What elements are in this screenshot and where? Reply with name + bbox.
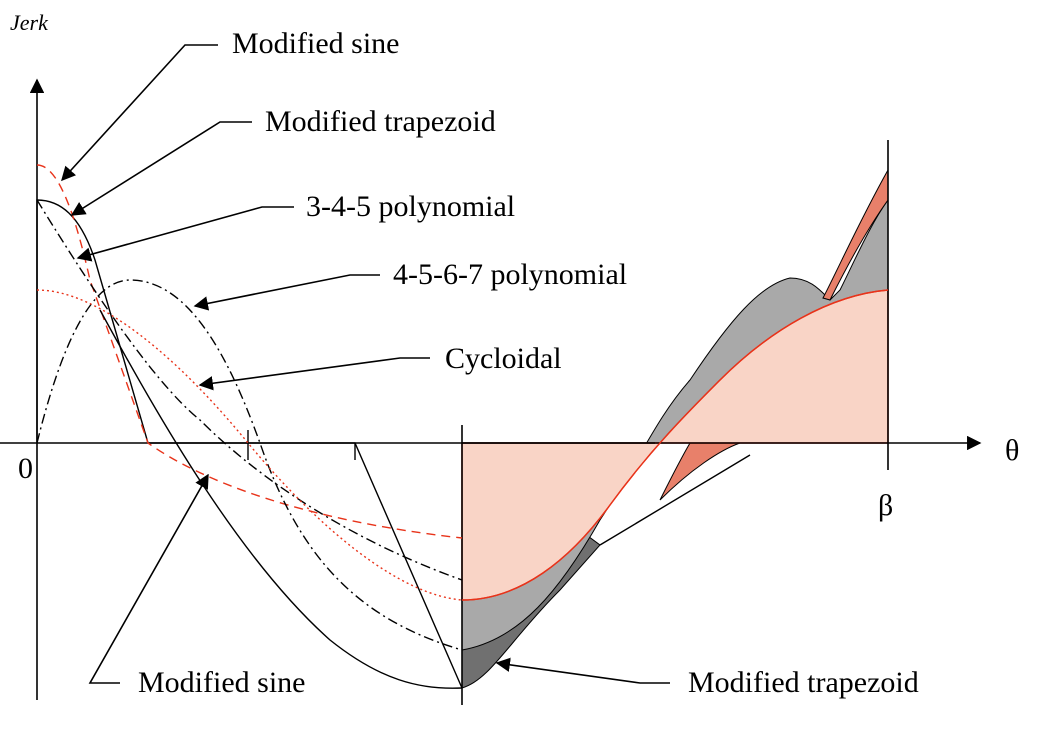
origin-label: 0 xyxy=(18,452,33,485)
label-cycloidal: Cycloidal xyxy=(445,342,562,375)
modified-sine-curve xyxy=(36,164,463,539)
label-modified-sine-top: Modified sine xyxy=(232,27,399,60)
leader-modified-sine-top xyxy=(61,44,218,182)
leader-modified-trapezoid-bottom xyxy=(495,657,670,684)
modified-trapezoid-curve xyxy=(36,199,463,689)
leader-cycloidal xyxy=(198,357,430,391)
cycloidal-right-curve xyxy=(461,289,889,601)
beta-label: β xyxy=(878,489,893,522)
cycloidal-curve xyxy=(36,289,463,601)
leader-modified-trapezoid-top xyxy=(70,121,252,216)
poly-345-curve xyxy=(36,199,463,581)
y-axis-label: Jerk xyxy=(10,10,49,35)
cycloidal-fill-pink xyxy=(461,289,889,601)
poly-4567-curve xyxy=(36,279,463,651)
label-modified-trapezoid-top: Modified trapezoid xyxy=(265,105,496,138)
trapezoid-right-line xyxy=(462,442,751,546)
label-modified-trapezoid-bottom: Modified trapezoid xyxy=(688,666,919,699)
label-poly-4567: 4-5-6-7 polynomial xyxy=(393,258,627,291)
label-modified-sine-bottom: Modified sine xyxy=(138,666,305,699)
label-poly-345: 3-4-5 polynomial xyxy=(306,190,515,223)
x-axis-label: θ xyxy=(1005,434,1019,467)
salmon-fill-mid xyxy=(659,442,741,501)
leader-poly-4567 xyxy=(193,274,380,311)
leader-modified-sine-bottom xyxy=(88,473,209,684)
poly-solid-curve xyxy=(99,309,463,689)
leader-poly-345 xyxy=(76,206,294,262)
